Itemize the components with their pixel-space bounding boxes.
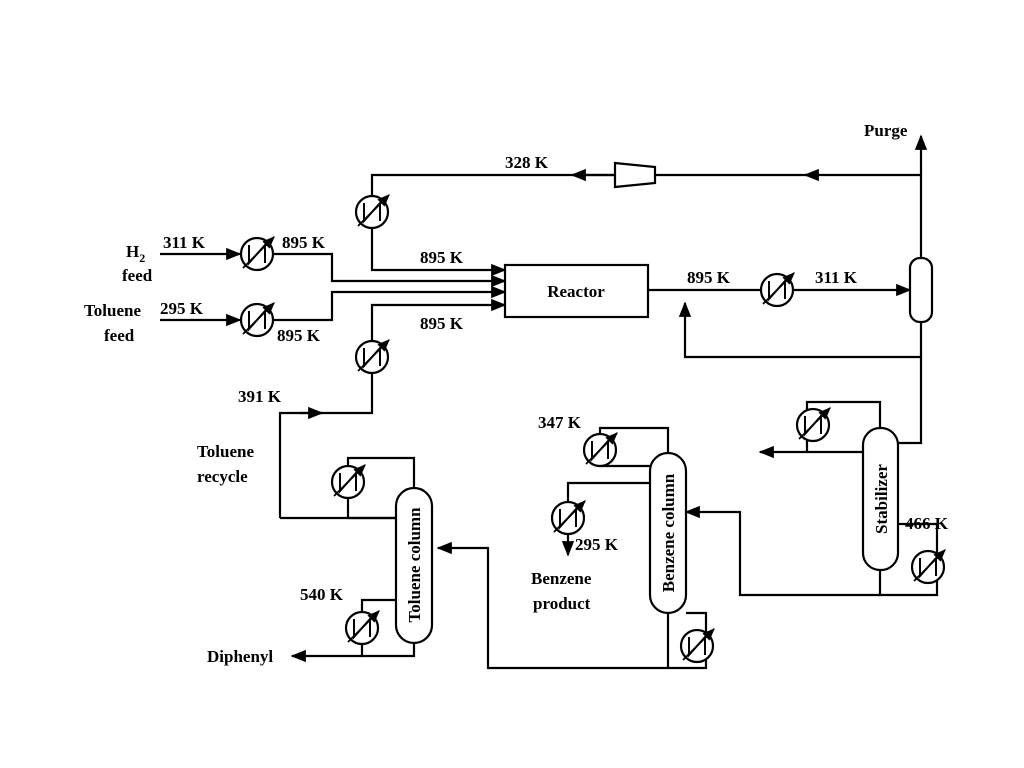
reactor-outlet-temp: 895 K <box>687 268 731 287</box>
stabilizer-reboiler-loop <box>878 522 939 597</box>
toluene-feed-line2: feed <box>104 326 135 345</box>
benzene-bottoms-line <box>436 541 668 670</box>
recycle-inlet-temp: 391 K <box>238 387 282 406</box>
stabilizer-label: Stabilizer <box>872 464 891 534</box>
benzene-condenser-icon <box>584 433 617 466</box>
stabilizer-condenser-icon <box>797 408 830 441</box>
recycle-gas-to-reactor <box>370 173 615 277</box>
stabilizer-feed-line <box>898 357 923 445</box>
benzene-product-cooler-icon <box>552 501 585 534</box>
cooler-outlet-temp: 311 K <box>815 268 858 287</box>
equipment <box>394 161 934 645</box>
toluene-condenser-icon <box>332 465 365 498</box>
process-lines <box>160 134 939 670</box>
toluene-recycle-line1: Toluene <box>197 442 254 461</box>
compressor-outlet-temp: 328 K <box>505 153 549 172</box>
benzene-product-temp: 295 K <box>575 535 619 554</box>
recycle-gas-line <box>655 173 923 258</box>
h2-outlet-temp: 895 K <box>282 233 326 252</box>
toluene-recycle-heated-temp: 895 K <box>420 314 464 333</box>
toluene-inlet-temp: 295 K <box>160 299 204 318</box>
toluene-feed-heater-icon <box>241 303 274 336</box>
reactor <box>503 263 650 319</box>
stabilizer-reboiler-icon <box>912 550 945 583</box>
toluene-column-label: Toluene column <box>405 507 424 623</box>
reactor-effluent-cooler-icon <box>761 273 794 306</box>
benzene-reboiler-icon <box>681 629 714 662</box>
benzene-product-line1: Benzene <box>531 569 592 588</box>
stabilizer-bottoms-line <box>684 505 880 597</box>
benzene-overhead <box>598 426 670 468</box>
benzene-reboiler-loop <box>666 611 708 670</box>
toluene-recycle-line <box>278 298 507 518</box>
h2-inlet-temp: 311 K <box>163 233 206 252</box>
benzene-column-label: Benzene column <box>659 473 678 592</box>
toluene-feed-line1: Toluene <box>84 301 141 320</box>
toluene-column <box>394 486 434 645</box>
diphenyl-label: Diphenyl <box>207 647 273 666</box>
benzene-condenser-temp: 347 K <box>538 413 582 432</box>
toluene-recycle-heater-icon <box>356 340 389 373</box>
stabilizer-column <box>861 426 900 572</box>
reactor-label: Reactor <box>547 282 605 301</box>
h2-feed-word: feed <box>122 266 153 285</box>
toluene-recycle-line2: recycle <box>197 467 248 486</box>
toluene-reboiler-temp: 540 K <box>300 585 344 604</box>
purge-label: Purge <box>864 121 908 140</box>
benzene-product-line2: product <box>533 594 591 613</box>
toluene-outlet-temp: 895 K <box>277 326 321 345</box>
liquid-quench-line <box>678 301 923 359</box>
h2-feed-symbol: H2 <box>126 242 145 265</box>
recycle-gas-heater-icon <box>356 195 389 228</box>
compressor <box>613 161 657 189</box>
recycle-gas-temp: 895 K <box>420 248 464 267</box>
h2-feed-heater-icon <box>241 237 274 270</box>
benzene-column <box>648 451 688 615</box>
labels: Purge 328 K H2 feed 311 K 895 K 895 K To… <box>84 121 949 666</box>
flash-drum <box>908 256 934 324</box>
stabilizer-reboiler-temp: 466 K <box>905 514 949 533</box>
toluene-reboiler-icon <box>346 611 379 644</box>
